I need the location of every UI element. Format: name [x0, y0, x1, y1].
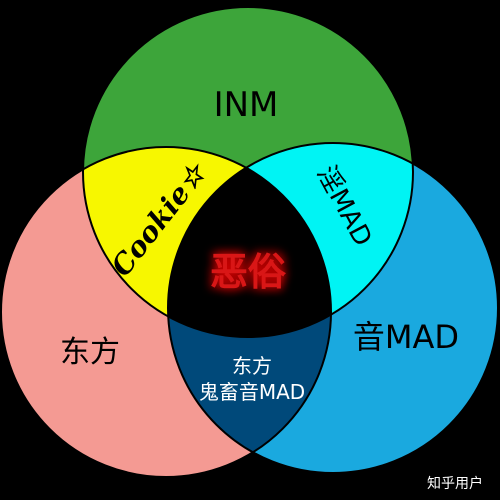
- label-kichiku-otomad: 鬼畜音MAD: [199, 380, 305, 404]
- label-inm: INM: [214, 85, 279, 125]
- overlap-center: [168, 147, 331, 337]
- label-touhou-overlap: 东方: [232, 354, 272, 378]
- watermark-zhihu: 知乎用户: [427, 475, 483, 492]
- label-otomad: 音MAD: [353, 318, 459, 356]
- label-akuzoku: 恶俗: [210, 250, 286, 294]
- label-touhou: 东方: [60, 335, 120, 370]
- circle-outlines: [0, 6, 499, 478]
